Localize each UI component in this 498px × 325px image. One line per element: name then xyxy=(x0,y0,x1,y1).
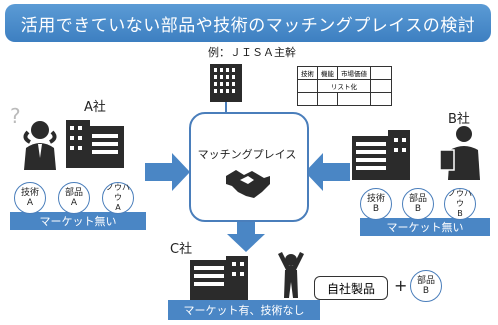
company-a-item-knowhow-sub: A xyxy=(115,203,121,212)
company-b-item-knowhow-sub: B xyxy=(457,209,463,218)
company-b-name: B社 xyxy=(448,112,470,127)
matching-place-label: マッチングプレイス xyxy=(197,148,297,161)
company-b-item-part: 部品 B xyxy=(402,188,434,220)
worried-person-icon xyxy=(23,121,57,170)
arrow-hub-to-c xyxy=(227,218,265,252)
company-a-item-knowhow-label: ノウハウ xyxy=(106,183,130,202)
company-c-band: マーケット有、技術なし xyxy=(168,300,320,320)
company-b-item-tech: 技術 B xyxy=(360,188,392,220)
cheering-person-icon xyxy=(278,252,304,298)
company-b-building-icon xyxy=(352,130,410,180)
company-c-part-b-sub: B xyxy=(422,286,430,296)
company-b-band: マーケット無い xyxy=(360,218,490,236)
arrow-b-to-hub xyxy=(305,153,350,191)
company-a-item-tech: 技術 A xyxy=(14,182,46,214)
question-mark: ? xyxy=(10,104,21,128)
company-b-item-tech-label: 技術 xyxy=(366,194,385,204)
company-a-item-knowhow: ノウハウ A xyxy=(102,182,134,214)
company-a-item-part-sub: A xyxy=(70,198,78,208)
company-c-part-b-label: 部品 xyxy=(416,276,435,286)
company-c-product-box: 自社製品 xyxy=(314,276,388,300)
company-a-name: A社 xyxy=(84,100,106,115)
company-b-item-part-sub: B xyxy=(414,204,422,214)
jisa-label: 例：ＪＩＳＡ主幹 xyxy=(208,46,296,59)
plus-sign: + xyxy=(394,276,408,295)
company-a-item-tech-label: 技術 xyxy=(20,188,39,198)
tablet-person-icon xyxy=(439,126,480,180)
company-a-band: マーケット無い xyxy=(10,212,146,230)
arrow-a-to-hub xyxy=(145,153,190,191)
company-c-building-icon xyxy=(190,256,248,300)
company-c-name: C社 xyxy=(170,242,193,257)
list-table: 技術 機能 市場価値 リスト化 xyxy=(297,66,392,106)
company-c-part-b: 部品 B xyxy=(410,270,442,302)
jisa-building-icon xyxy=(210,64,242,102)
company-a-building-icon xyxy=(66,120,124,168)
handshake-icon xyxy=(226,170,270,198)
company-a-item-tech-sub: A xyxy=(26,198,34,208)
matching-place-box xyxy=(189,112,309,222)
company-b-item-tech-sub: B xyxy=(372,204,380,214)
company-b-item-knowhow: ノウハウ B xyxy=(444,188,476,220)
company-a-item-part: 部品 A xyxy=(58,182,90,214)
title-banner: 活用できていない部品や技術のマッチングプレイスの検討 xyxy=(5,4,491,42)
company-b-item-part-label: 部品 xyxy=(408,194,427,204)
company-a-item-part-label: 部品 xyxy=(64,188,83,198)
company-b-item-knowhow-label: ノウハウ xyxy=(448,189,472,208)
